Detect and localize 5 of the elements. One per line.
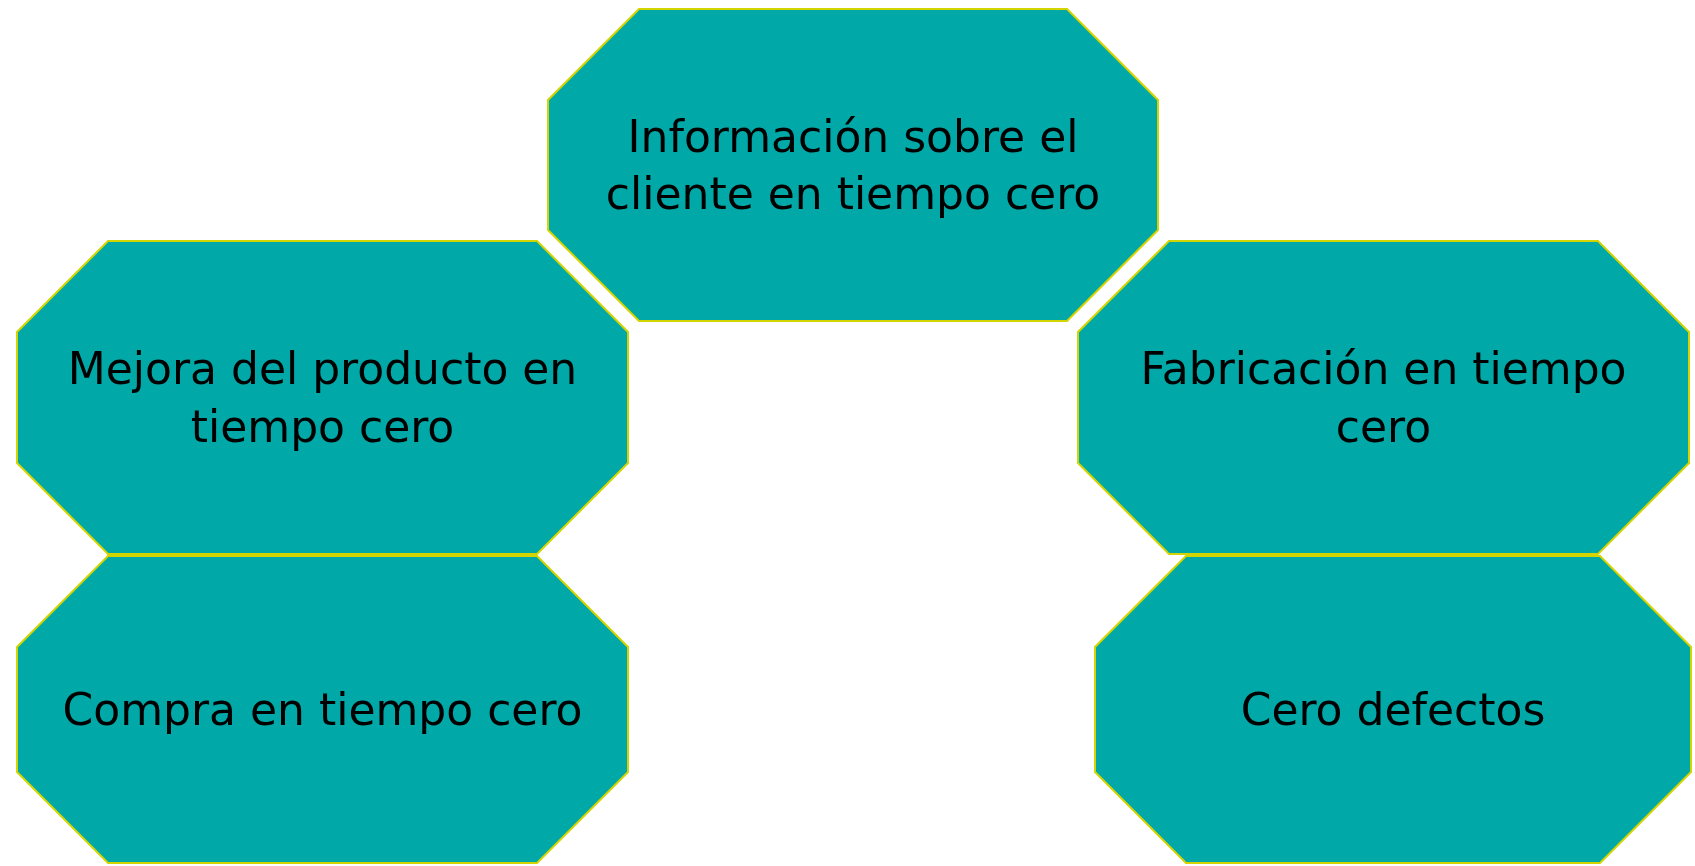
node-text: Cero defectos bbox=[1239, 682, 1547, 737]
node-text: Información sobre el cliente en tiempo cero bbox=[604, 109, 1102, 221]
node-text: Fabricación en tiempo cero bbox=[1139, 342, 1628, 454]
node-text: Compra en tiempo cero bbox=[61, 682, 584, 737]
node-text: Mejora del producto en tiempo cero bbox=[66, 342, 579, 454]
